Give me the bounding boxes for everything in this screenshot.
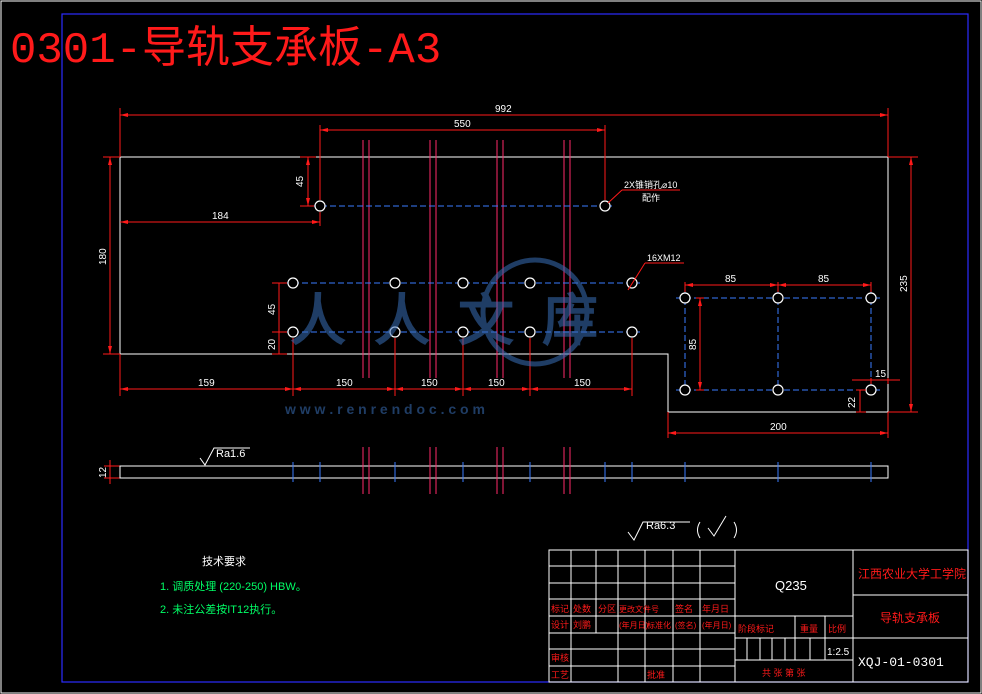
- dim-right-vertical-pitch: 85: [688, 338, 699, 350]
- side-view-slots: [362, 447, 571, 494]
- tech-req-item-1: 1. 调质处理 (220-250) HBW。: [160, 580, 307, 593]
- dimension-texts: 992 550 184 45 180 45 20 159 150 150 150…: [98, 104, 910, 478]
- dim-pitch-1: 150: [336, 378, 353, 389]
- dim-right-pitch-1: 85: [725, 274, 737, 285]
- threaded-hole: [389, 326, 401, 338]
- threaded-hole: [287, 277, 299, 289]
- pin-hole-note: 2X锥销孔⌀10: [624, 179, 677, 190]
- standardization-date: (年月日): [702, 620, 732, 630]
- side-view-outline: [119, 465, 889, 479]
- threaded-hole: [524, 326, 536, 338]
- dim-plate-height-left: 180: [98, 248, 109, 265]
- standardization-label: 标准化: [647, 620, 671, 630]
- threaded-hole: [865, 384, 877, 396]
- threaded-hole: [287, 326, 299, 338]
- process-label: 工艺: [551, 670, 569, 680]
- scale-label: 比例: [828, 623, 846, 634]
- design-label: 设计: [551, 619, 569, 630]
- design-date: (年月日): [619, 620, 649, 630]
- threaded-hole: [679, 384, 691, 396]
- tech-req-item-2: 2. 未注公差按IT12执行。: [160, 602, 282, 616]
- header-zone: 分区: [598, 604, 616, 614]
- threaded-hole: [626, 326, 638, 338]
- inner-frame: [61, 13, 969, 683]
- header-date: 年月日: [702, 603, 729, 614]
- part-name: 导轨支承板: [880, 611, 940, 625]
- threaded-hole-note: 16XM12: [647, 253, 681, 263]
- threaded-hole: [389, 277, 401, 289]
- designer-name: 刘鹏: [573, 619, 591, 630]
- side-view-holes: [292, 462, 872, 482]
- header-mark: 标记: [551, 603, 569, 614]
- roughness-side-text: Ra1.6: [216, 448, 245, 460]
- dim-right-step-width: 200: [770, 422, 787, 433]
- dim-thickness: 12: [98, 466, 109, 478]
- holes: [287, 200, 877, 396]
- header-count: 处数: [573, 603, 591, 614]
- dim-hole-spacing-top: 550: [454, 119, 471, 130]
- dim-pitch-3: 150: [488, 378, 505, 389]
- watermark-logo-icon: [480, 257, 590, 367]
- watermark-url: w w w . r e n r e n d o c . c o m: [284, 401, 485, 417]
- dim-overall-length: 992: [495, 104, 512, 115]
- title-block: [548, 549, 969, 683]
- dim-plate-height-right: 235: [899, 275, 910, 292]
- stage-label: 阶段标记: [738, 623, 774, 634]
- leader-lines: [607, 189, 684, 291]
- drawing-title: 0301-导轨支承板-A3: [10, 24, 441, 76]
- threaded-hole: [457, 326, 469, 338]
- dimension-lines: [103, 108, 918, 484]
- roughness-general-text: Ra6.3: [646, 520, 675, 532]
- scale-value: 1:2.5: [827, 647, 850, 658]
- roughness-symbol-general: [627, 515, 737, 541]
- dim-first-hole-x: 159: [198, 378, 215, 389]
- watermark: 人人文库 w w w . r e n r e n d o c . c o m: [284, 257, 626, 417]
- dim-pitch-4: 150: [574, 378, 591, 389]
- threaded-hole: [457, 277, 469, 289]
- threaded-hole: [865, 292, 877, 304]
- threaded-hole: [772, 384, 784, 396]
- roughness-symbol-side: [199, 447, 250, 466]
- threaded-hole: [679, 292, 691, 304]
- dim-right-edge-offset: 15: [875, 369, 887, 380]
- tech-req-heading: 技术要求: [202, 555, 246, 568]
- dim-right-pitch-2: 85: [818, 274, 830, 285]
- pin-hole: [314, 200, 326, 212]
- dim-top-hole-y: 45: [295, 175, 306, 187]
- school-name: 江西农业大学工学院: [858, 566, 966, 581]
- dim-bottom-row-offset: 20: [267, 338, 278, 350]
- dim-row-spacing: 45: [267, 303, 278, 315]
- arrowheads: [108, 113, 913, 435]
- threaded-hole: [772, 292, 784, 304]
- weight-label: 重量: [800, 623, 818, 634]
- header-change-doc: 更改文件号: [619, 604, 659, 614]
- dim-top-hole-x: 184: [212, 211, 229, 222]
- pin-hole-note-2: 配作: [642, 192, 660, 203]
- dim-right-bottom-offset: 22: [847, 396, 858, 408]
- slot-lines: [362, 140, 571, 378]
- header-signature: 签名: [675, 603, 693, 614]
- review-label: 审核: [551, 652, 569, 663]
- sheets-text: 共 张 第 张: [762, 667, 806, 678]
- standardization-signature: (签名): [675, 620, 697, 630]
- pin-hole: [599, 200, 611, 212]
- title-block-labels: 标记 处数 分区 更改文件号 签名 年月日 设计 刘鹏 (年月日) 标准化 (签…: [551, 566, 966, 680]
- threaded-hole: [524, 277, 536, 289]
- watermark-brand: 人人文库: [290, 289, 626, 352]
- material: Q235: [775, 578, 807, 593]
- approve-label: 批准: [647, 669, 665, 680]
- dim-pitch-2: 150: [421, 378, 438, 389]
- drawing-number: XQJ-01-0301: [858, 655, 944, 670]
